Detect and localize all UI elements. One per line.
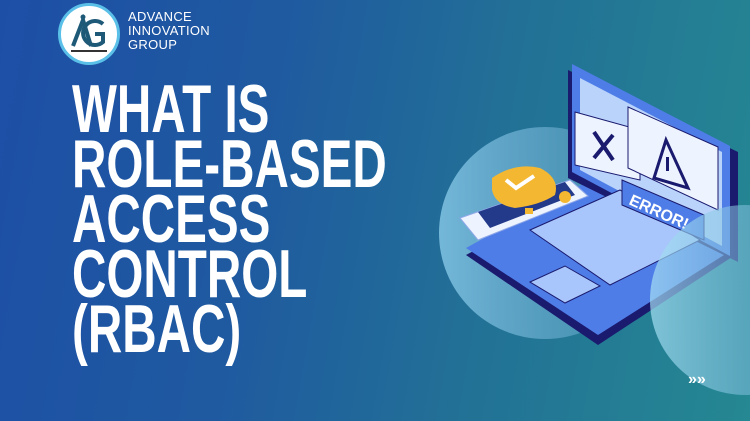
title-line: ACCESS xyxy=(72,181,271,257)
title-line: WHAT IS xyxy=(72,71,270,147)
logo xyxy=(58,3,120,65)
background-circle xyxy=(650,205,750,395)
brand-line: GROUP xyxy=(128,37,178,52)
title-line: (RBAC) xyxy=(72,291,242,367)
brand-line: ADVANCE xyxy=(128,9,192,24)
page-title: WHAT IS ROLE-BASED ACCESS CONTROL (RBAC) xyxy=(72,71,387,367)
ag-logo-mark-icon xyxy=(71,13,107,52)
shield-check-icon xyxy=(492,166,571,208)
brand-line: INNOVATION xyxy=(128,23,210,38)
x-icon xyxy=(574,111,641,181)
title-line: CONTROL xyxy=(72,236,308,312)
title-line: ROLE-BASED xyxy=(72,126,387,202)
brand-name: ADVANCE INNOVATION GROUP xyxy=(128,10,210,52)
chevrons-right-icon[interactable]: »» xyxy=(688,371,706,388)
